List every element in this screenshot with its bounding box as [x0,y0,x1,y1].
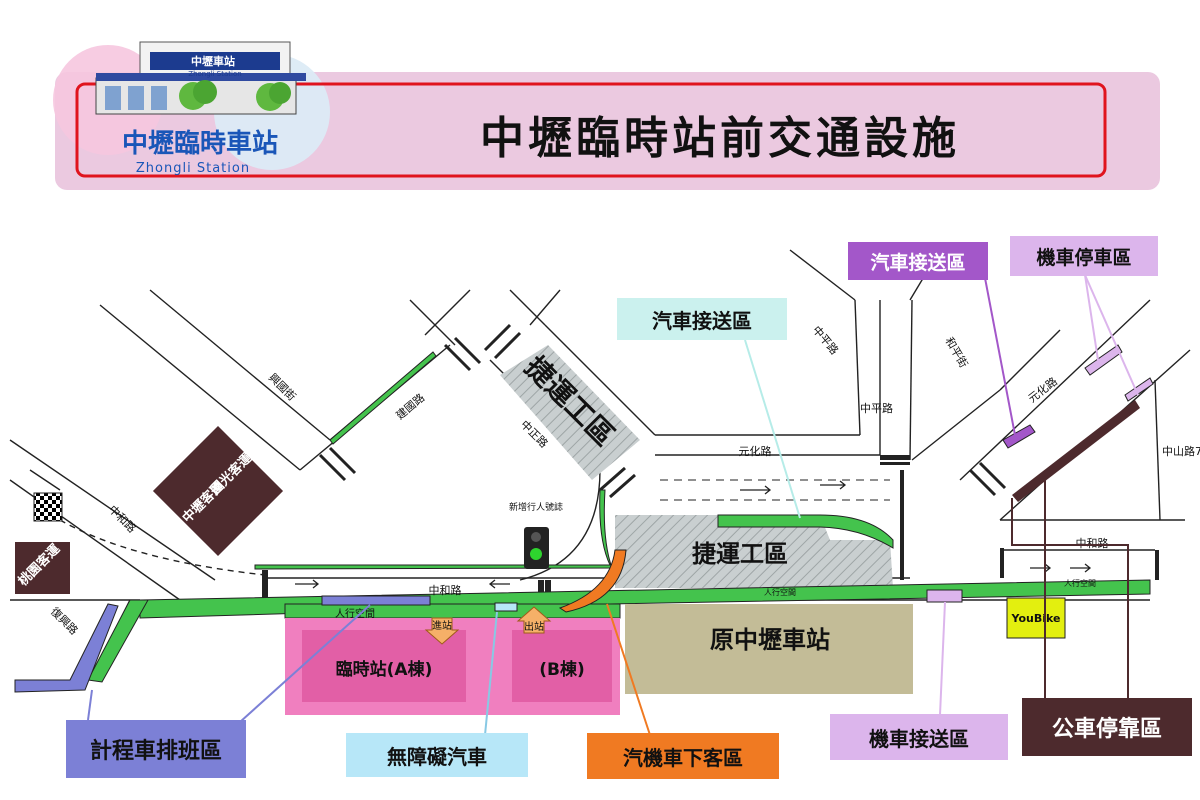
taxi-zone [14,603,119,693]
road-label-heping: 和平街 [942,335,971,371]
crosswalks [262,455,1159,600]
road-label-zhonghe-west: 中和路 [106,503,139,536]
station-sign-en: Zhongli Station [188,70,241,78]
callout-taxi: 計程車排班區 [66,720,246,778]
taxi-zone-station [321,595,431,606]
youbike-label: YouBike [1011,612,1061,625]
car-pickup-bay [717,514,894,549]
road-label-zhonghe-east: 中和路 [1076,537,1109,550]
pedestrian-space-mid-label: 人行空間 [764,587,796,597]
new-signal-label: 新增行人號誌 [509,501,563,513]
signal-green-light [530,548,542,560]
signal-red-light [531,532,541,542]
original-station-label: 原中壢車站 [710,626,830,654]
lane-markings [660,479,890,501]
station-building-illustration [95,41,306,115]
youbike-station [1006,597,1066,639]
road-label-jianguo: 建國路 [393,390,427,422]
callout-scooter-parking: 機車停車區 [1010,236,1158,276]
page-title: 中壢臨時站前交通設施 [480,113,960,164]
road-label-zhongshan: 中山路75巷 [1162,445,1200,458]
enter-label: 進站 [432,619,452,632]
crosswalk-diagonals [318,323,1007,499]
road-label-zhonghe-main: 中和路 [429,584,462,597]
bus-stop-zone [1012,400,1140,502]
scooter-parking-zone-2 [1124,377,1154,402]
station-name-zh: 中壢臨時車站 [122,129,278,159]
header-frame [75,82,1107,178]
callout-accessible-car: 無障礙汽車 [346,733,528,777]
enter-arrow-icon [424,617,460,645]
station-sign-text: 中壢車站 [191,54,235,68]
header-background [55,72,1160,190]
temp-station-b-label: (B棟) [539,659,585,680]
pedestrian-signal-icon [524,527,549,569]
station-name-en: Zhongli Station [136,161,250,176]
road-label-xingguo: 興國街 [266,370,299,403]
road-label-zhongping: 中平路 [860,402,893,415]
temp-station-b-building [512,630,612,702]
scooter-parking-zone-1 [1084,344,1123,376]
temp-station-a-label: 臨時站(A棟) [336,659,433,680]
callout-bus-stop: 公車停靠區 [1022,698,1192,756]
road-label-yuanhua: 元化路 [739,444,772,458]
road-label-zhongping-top: 中平路 [810,324,841,358]
exit-arrow-icon [516,606,552,634]
road-label-fuye: 復興路 [48,605,81,638]
dropoff-zone [558,549,627,613]
mrt-work-area-north [500,345,640,480]
callout-scooter-pickup: 機車接送區 [830,714,1008,760]
scooter-pickup-zone [926,589,963,603]
car-pickup-zone-east [1002,424,1036,449]
exit-label: 出站 [524,620,544,633]
checkered-marker [33,492,63,522]
header: 中壢車站 Zhongli Station 中壢臨時車站 Zhongli Stat… [53,41,1160,190]
callout-car-pickup-top: 汽車接送區 [617,298,787,340]
bus-zhongli-guoguang-box [152,425,284,557]
direction-arrows [295,480,1092,589]
pedestrian-space-right-label: 人行空間 [1064,578,1096,588]
mrt-work-area-south-label: 捷運工區 [692,540,788,568]
callout-dropoff: 汽機車下客區 [587,733,779,779]
mrt-work-area-south [615,515,893,588]
accessible-parking-space [494,602,518,612]
callout-car-pickup-right: 汽車接送區 [848,242,988,280]
bus-taoyuan-box [15,542,70,594]
original-station-block [625,604,913,694]
callout-leaders [87,274,1139,736]
road-network [9,249,1191,691]
